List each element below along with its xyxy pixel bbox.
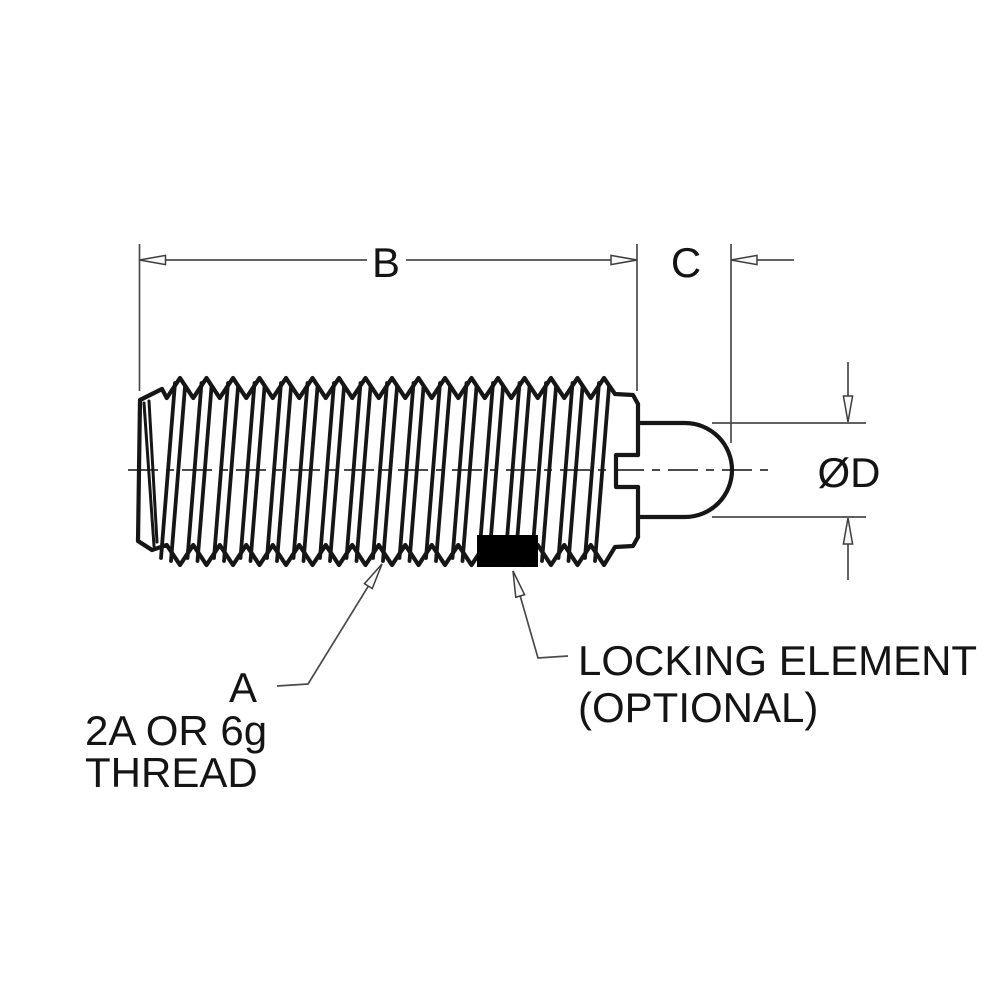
arrowhead-icon <box>730 254 758 266</box>
locking-element-line2: (OPTIONAL) <box>578 684 818 731</box>
arrowhead-icon <box>139 254 167 266</box>
locking-element-line1: LOCKING ELEMENT <box>578 637 977 684</box>
dimension-c: C <box>671 239 794 443</box>
dimension-d: ØD <box>712 362 881 580</box>
arrowheads <box>139 254 854 599</box>
thread-runout-lines <box>142 399 159 548</box>
callout-a-label: A <box>229 664 257 711</box>
dimension-c-label: C <box>671 239 701 286</box>
plunger-nose <box>636 420 735 520</box>
dimension-d-label: ØD <box>818 449 881 496</box>
locking-element-fill <box>477 535 538 567</box>
arrowhead-icon <box>512 570 526 599</box>
thread-note-line2: THREAD <box>85 749 258 796</box>
callout-a: A 2A OR 6g THREAD <box>85 563 383 796</box>
thread-flank-lines <box>159 381 611 563</box>
callout-a-leader <box>276 563 383 687</box>
plunger-body <box>135 375 735 568</box>
dimension-b-label: B <box>372 239 400 286</box>
locking-element-leader <box>512 570 569 659</box>
arrowhead-icon <box>842 517 854 545</box>
arrowhead-icon <box>363 563 383 590</box>
callout-locking-element: LOCKING ELEMENT (OPTIONAL) <box>512 570 977 731</box>
thread-note-line1: 2A OR 6g <box>85 707 267 754</box>
arrowhead-icon <box>842 395 854 423</box>
body-left-face <box>135 386 165 553</box>
dimension-b: B <box>138 239 638 391</box>
screwdriver-slot <box>613 452 641 490</box>
arrowhead-icon <box>610 254 638 266</box>
body-top-outline <box>137 375 641 407</box>
